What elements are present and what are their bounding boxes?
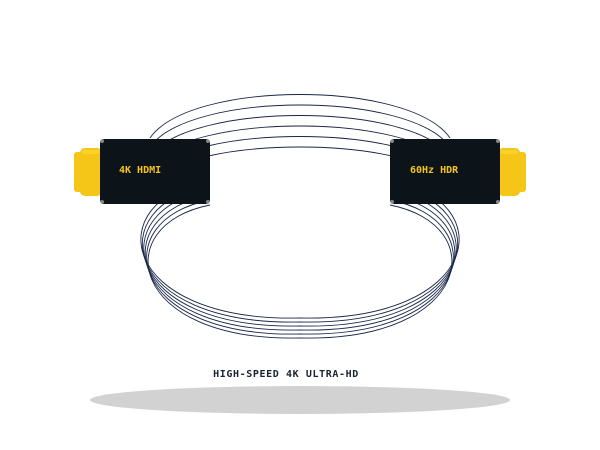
hdmi-plug-icon <box>74 148 102 196</box>
hdmi-plug-icon <box>498 148 526 196</box>
ground-shadow <box>90 386 510 414</box>
cable-loop-lower <box>140 179 460 319</box>
left-connector: 4K HDMI <box>74 139 210 204</box>
product-tagline: HIGH-SPEED 4K ULTRA-HD <box>213 369 359 380</box>
cable-loop-lower <box>143 189 457 327</box>
cable-loop-upper <box>149 94 451 139</box>
cable-loop-lower <box>144 194 456 331</box>
cable-loop-lower <box>146 199 454 335</box>
cable-loop-lower <box>142 184 458 323</box>
right-connector: 60Hz HDR <box>390 139 526 204</box>
cable-coil <box>140 94 460 339</box>
cable-loop-upper <box>149 104 451 148</box>
cable-loop-upper <box>149 115 451 157</box>
right-connector-label: 60Hz HDR <box>410 165 459 176</box>
right-connector-body <box>390 139 500 204</box>
cable-loop-lower <box>147 204 453 339</box>
left-connector-label: 4K HDMI <box>119 165 161 176</box>
left-connector-body <box>100 139 210 204</box>
